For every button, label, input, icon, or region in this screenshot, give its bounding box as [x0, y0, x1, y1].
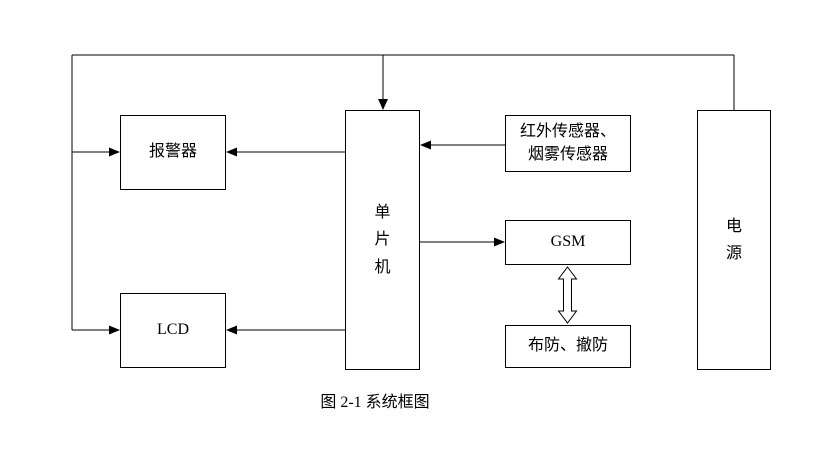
box-mcu-label: 单片机 — [374, 204, 391, 276]
double-arrow-gsm-armdisarm — [557, 266, 578, 324]
figure-caption: 图 2-1 系统框图 — [320, 394, 430, 411]
box-alarm-label: 报警器 — [148, 143, 197, 161]
arrowhead-into-lcd-left — [109, 325, 120, 335]
box-power: 电源 — [697, 110, 771, 370]
box-alarm: 报警器 — [120, 115, 226, 190]
box-gsm: GSM — [505, 220, 631, 265]
box-lcd-label: LCD — [157, 321, 189, 339]
box-sensors-line1: 红外传感器、 — [519, 123, 616, 141]
box-lcd: LCD — [120, 293, 226, 368]
box-gsm-label: GSM — [550, 233, 586, 251]
box-sensors: 红外传感器、 烟雾传感器 — [505, 115, 631, 172]
box-mcu: 单片机 — [345, 110, 420, 370]
box-sensors-label: 红外传感器、 烟雾传感器 — [520, 121, 616, 166]
arrowhead-into-mcu-right — [420, 140, 431, 150]
arrowhead-into-gsm-left — [494, 237, 505, 247]
arrowhead-into-mcu-top — [378, 99, 388, 110]
arrowhead-into-alarm-left — [109, 147, 120, 157]
box-arm-disarm: 布防、撤防 — [505, 325, 631, 368]
box-arm-disarm-label: 布防、撤防 — [527, 337, 608, 355]
box-power-label: 电源 — [725, 217, 742, 262]
arrowhead-into-alarm-right — [226, 147, 237, 157]
arrowhead-into-lcd-right — [226, 325, 237, 335]
box-sensors-line2: 烟雾传感器 — [527, 145, 608, 163]
